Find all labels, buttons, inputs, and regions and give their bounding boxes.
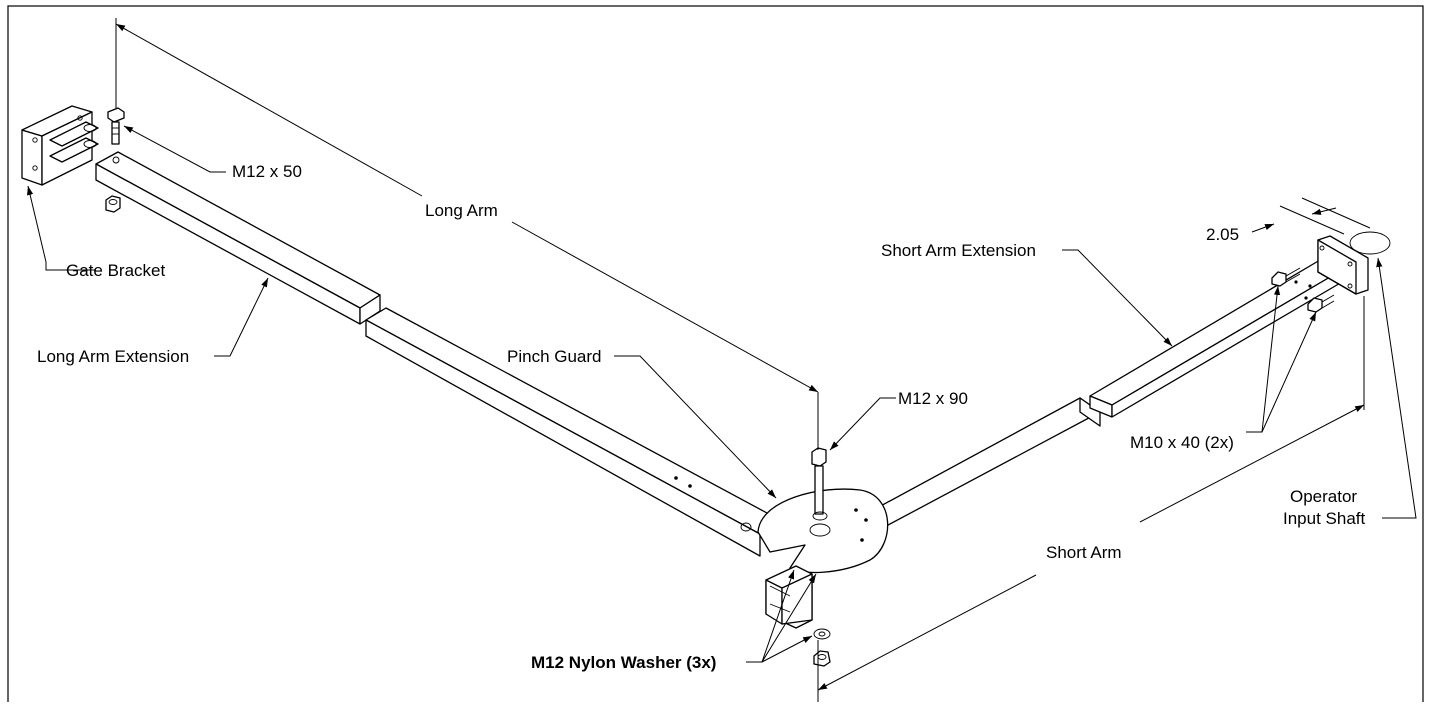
pivot-bracket [765,565,813,629]
operator-bracket [1317,235,1369,295]
label-pinch-guard: Pinch Guard [507,347,602,366]
short-arm-dimension [817,296,1365,702]
m12-nut-bracket [105,195,121,213]
short-arm-extension-part [1089,259,1343,418]
gate-bracket-part [21,105,99,186]
label-nylon-washer: M12 Nylon Washer (3x) [531,653,716,672]
label-operator-line2: Input Shaft [1283,509,1366,528]
m10x40-bolts [1271,267,1335,313]
long-arm-dimension [115,18,819,450]
label-m10x40: M10 x 40 (2x) [1130,433,1234,452]
long-arm-part [365,307,781,557]
label-gate-bracket: Gate Bracket [66,261,165,280]
label-short-arm-extension: Short Arm Extension [881,241,1036,260]
label-short-arm: Short Arm [1046,543,1122,562]
label-long-arm: Long Arm [425,201,498,220]
leader-lines [27,125,1417,663]
operator-input-shaft [1349,231,1391,255]
long-arm-extension-part [95,151,381,325]
label-dim-205: 2.05 [1206,225,1239,244]
m12x50-bolt [107,107,125,145]
label-operator-line1: Operator [1290,487,1357,506]
label-long-arm-extension: Long Arm Extension [37,347,189,366]
dim-205 [1251,197,1371,235]
label-m12x50: M12 x 50 [232,162,302,181]
label-m12x90: M12 x 90 [898,389,968,408]
m12-nylon-washers [813,628,831,667]
